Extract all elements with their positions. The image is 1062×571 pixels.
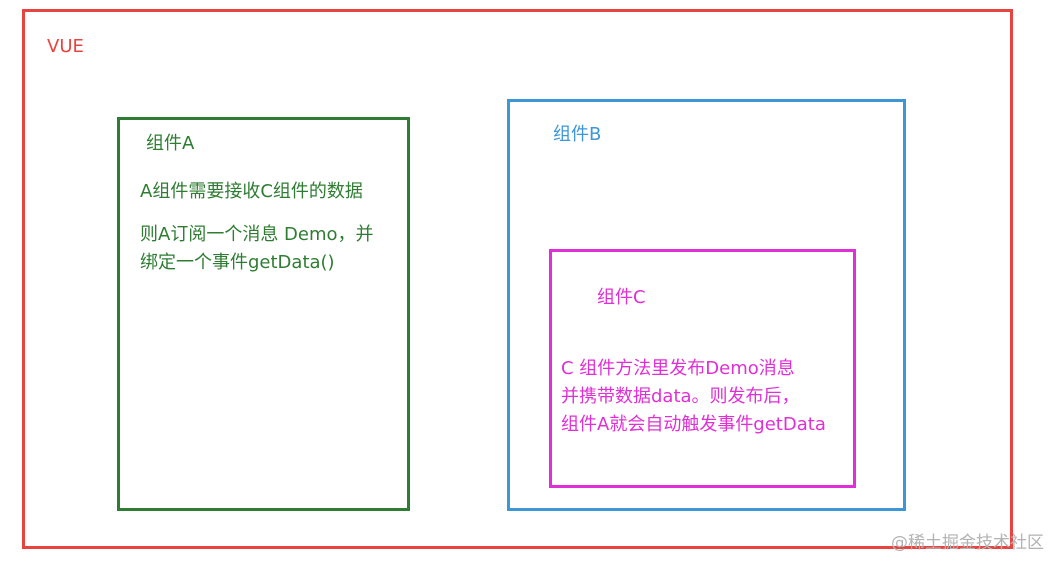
component-c-text-line-2: 并携带数据data。则发布后， — [561, 386, 800, 407]
component-a-text-line-3: 绑定一个事件getData() — [140, 252, 335, 273]
component-a-box — [117, 117, 410, 511]
component-b-box — [507, 99, 906, 511]
component-a-text-line-2: 则A订阅一个消息 Demo，并 — [140, 224, 374, 245]
component-c-title: 组件C — [597, 287, 646, 308]
component-c-text-line-1: C 组件方法里发布Demo消息 — [561, 358, 795, 379]
component-a-text-line-1: A组件需要接收C组件的数据 — [140, 181, 363, 202]
component-c-box — [549, 249, 856, 488]
component-a-title: 组件A — [146, 133, 195, 154]
component-b-title: 组件B — [553, 124, 602, 145]
vue-container — [22, 9, 1013, 549]
component-c-text-line-3: 组件A就会自动触发事件getData — [561, 414, 826, 435]
vue-label: VUE — [47, 36, 84, 57]
watermark-text: @稀土掘金技术社区 — [891, 533, 1044, 553]
